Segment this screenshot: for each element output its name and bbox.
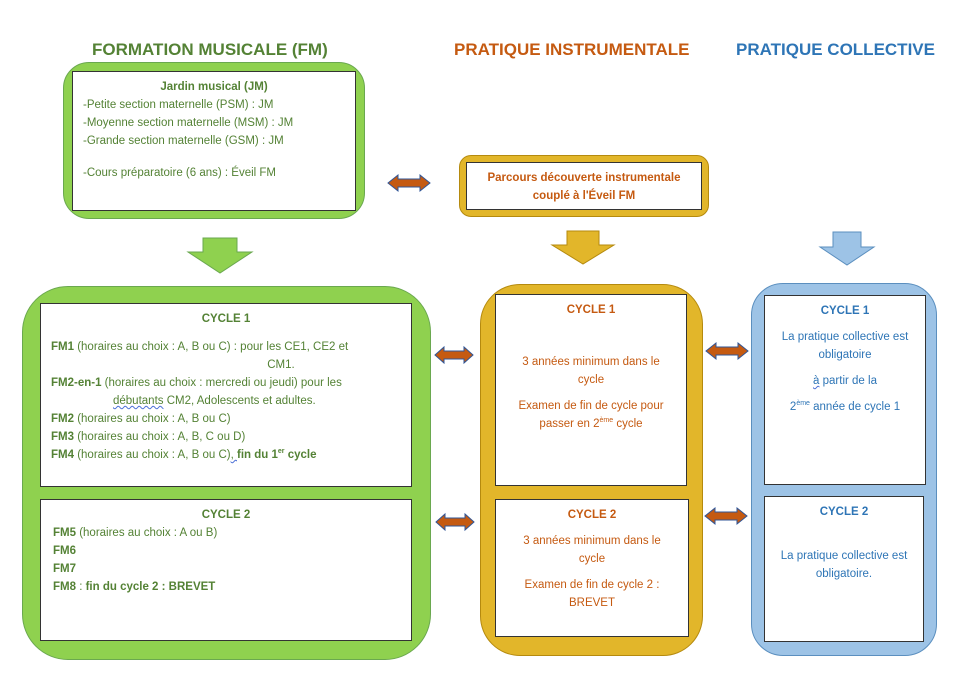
pi-cycle2-min-b: cycle xyxy=(578,553,606,565)
pi-cycle1-exam-a: Examen de fin de cycle pour xyxy=(518,400,664,412)
double-arrow-top-icon xyxy=(387,173,431,193)
pi-cycle2-exam-b: BREVET xyxy=(568,597,615,609)
pc-cycle2-l1: La pratique collective est xyxy=(780,550,908,562)
fm5-code: FM5 xyxy=(53,527,76,539)
fm5-line: FM5 (horaires au choix : A ou B) xyxy=(53,524,399,542)
down-arrow-green-icon xyxy=(186,237,254,274)
fm3-code: FM3 xyxy=(51,431,74,443)
fm-cycles-panel: CYCLE 1 FM1 (horaires au choix : A, B ou… xyxy=(22,286,431,660)
pi-cycle1-min-b: cycle xyxy=(577,374,605,386)
fm1-cont: CM1. xyxy=(267,359,295,371)
fm2-text: (horaires au choix : A, B ou C) xyxy=(74,413,231,425)
pc-cycles-panel: CYCLE 1 La pratique collective est oblig… xyxy=(751,283,937,656)
fm4-end: fin du 1er cycle xyxy=(237,448,317,461)
down-arrow-blue-icon xyxy=(818,231,876,266)
fm-cycle2-title: CYCLE 2 xyxy=(201,509,251,521)
pc-cycle1-l3: à partir de la xyxy=(813,375,877,387)
fm3-text: (horaires au choix : A, B, C ou D) xyxy=(74,431,246,443)
parcours-line-1: Parcours découverte instrumentale xyxy=(487,172,681,184)
header-pratique-instrumentale: PRATIQUE INSTRUMENTALE xyxy=(454,40,690,59)
fm2-line: FM2 (horaires au choix : A, B ou C) xyxy=(51,410,401,428)
jardin-line-psm: -Petite section maternelle (PSM) : JM xyxy=(83,99,274,111)
pi-cycle2-card: CYCLE 2 3 années minimum dans le cycle E… xyxy=(495,499,689,637)
fm8-sep: : xyxy=(76,581,86,593)
fm5-text: (horaires au choix : A ou B) xyxy=(76,527,218,539)
fm-cycle1-title: CYCLE 1 xyxy=(201,313,251,325)
fm2en1-code: FM2-en-1 xyxy=(51,377,102,389)
parcours-decouverte-card: Parcours découverte instrumentale couplé… xyxy=(466,162,702,210)
double-arrow-pi-pc-cycle1-icon xyxy=(705,341,749,361)
parcours-line-2: couplé à l'Éveil FM xyxy=(532,190,636,202)
pi-cycle1-min-a: 3 années minimum dans le xyxy=(522,356,660,368)
double-arrow-pi-pc-cycle2-icon xyxy=(704,506,748,526)
fm-cycle2-card: CYCLE 2 FM5 (horaires au choix : A ou B)… xyxy=(40,499,412,641)
fm8-code: FM8 xyxy=(53,581,76,593)
jardin-musical-card: Jardin musical (JM) -Petite section mate… xyxy=(72,71,356,211)
header-formation-musicale: FORMATION MUSICALE (FM) xyxy=(92,40,328,59)
pc-cycle2-title: CYCLE 2 xyxy=(819,506,869,518)
pc-cycle1-card: CYCLE 1 La pratique collective est oblig… xyxy=(764,295,926,485)
fm7-line: FM7 xyxy=(53,563,76,575)
fm2en1-cont-rest: CM2, Adolescents et adultes. xyxy=(163,395,316,407)
fm2en1-cont: débutants CM2, Adolescents et adultes. xyxy=(51,392,401,410)
pi-cycles-panel: CYCLE 1 3 années minimum dans le cycle E… xyxy=(480,284,703,656)
fm2en1-line: FM2-en-1 (horaires au choix : mercredi o… xyxy=(51,374,401,392)
pc-cycle1-l4: 2ème année de cycle 1 xyxy=(789,400,901,413)
fm1-line: FM1 (horaires au choix : A, B ou C) : po… xyxy=(51,338,401,356)
pc-cycle1-l1: La pratique collective est xyxy=(781,331,909,343)
fm2-code: FM2 xyxy=(51,413,74,425)
fm6-line: FM6 xyxy=(53,545,76,557)
fm8-line: FM8 : fin du cycle 2 : BREVET xyxy=(53,578,399,596)
double-arrow-fm-pi-cycle2-icon xyxy=(435,512,475,532)
jardin-line-msm: -Moyenne section maternelle (MSM) : JM xyxy=(83,117,294,129)
pi-cycle2-title: CYCLE 2 xyxy=(567,509,617,521)
down-arrow-yellow-icon xyxy=(550,230,616,265)
fm4-text: (horaires au choix : A, B ou C) xyxy=(74,449,231,461)
double-arrow-fm-pi-cycle1-icon xyxy=(434,345,474,365)
pi-cycle1-title: CYCLE 1 xyxy=(566,304,616,316)
pc-cycle1-l2: obligatoire xyxy=(818,349,872,361)
jardin-line-cp: -Cours préparatoire (6 ans) : Éveil FM xyxy=(83,167,277,179)
fm1-code: FM1 xyxy=(51,341,74,353)
jardin-musical-title: Jardin musical (JM) xyxy=(160,81,268,93)
pi-cycle1-exam-b: passer en 2ème cycle xyxy=(539,417,643,430)
jardin-musical-panel: Jardin musical (JM) -Petite section mate… xyxy=(63,62,365,219)
header-pratique-collective: PRATIQUE COLLECTIVE xyxy=(736,40,935,59)
fm3-line: FM3 (horaires au choix : A, B, C ou D) xyxy=(51,428,401,446)
fm4-line: FM4 (horaires au choix : A, B ou C), fin… xyxy=(51,446,401,464)
pi-cycle2-exam-a: Examen de fin de cycle 2 : xyxy=(524,579,660,591)
pc-cycle1-title: CYCLE 1 xyxy=(820,305,870,317)
fm1-text: (horaires au choix : A, B ou C) : pour l… xyxy=(74,341,349,353)
fm-cycle1-card: CYCLE 1 FM1 (horaires au choix : A, B ou… xyxy=(40,303,412,487)
fm2en1-text: (horaires au choix : mercredi ou jeudi) … xyxy=(101,377,342,389)
pc-cycle2-card: CYCLE 2 La pratique collective est oblig… xyxy=(764,496,924,642)
pi-cycle1-card: CYCLE 1 3 années minimum dans le cycle E… xyxy=(495,294,687,486)
fm4-sep: , xyxy=(230,449,237,461)
pc-cycle2-l2: obligatoire. xyxy=(815,568,873,580)
fm8-text: fin du cycle 2 : BREVET xyxy=(85,581,216,593)
fm2en1-debutants: débutants xyxy=(113,395,164,407)
jardin-line-gsm: -Grande section maternelle (GSM) : JM xyxy=(83,135,284,147)
pi-cycle2-min-a: 3 années minimum dans le xyxy=(523,535,661,547)
parcours-decouverte-panel: Parcours découverte instrumentale couplé… xyxy=(459,155,709,217)
fm4-code: FM4 xyxy=(51,449,74,461)
